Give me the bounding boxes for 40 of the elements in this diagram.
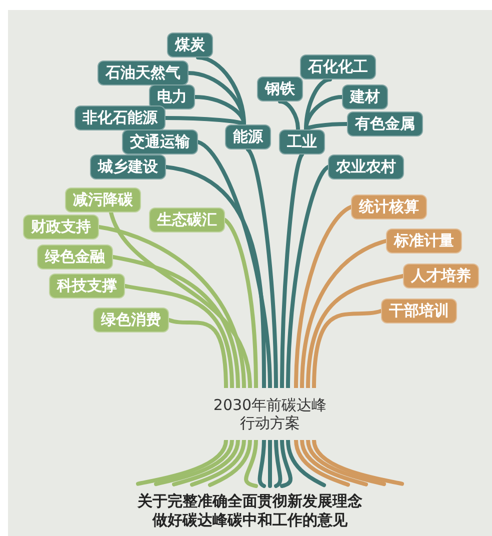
leaf-label: 科技支撑 bbox=[49, 274, 125, 298]
branch-line bbox=[280, 152, 304, 390]
leaf-label: 建材 bbox=[342, 84, 388, 110]
branch-line bbox=[278, 100, 300, 132]
leaf-label: 电力 bbox=[149, 84, 195, 110]
leaf-label: 交通运输 bbox=[122, 130, 198, 154]
branch-line bbox=[312, 309, 383, 390]
branch-line bbox=[246, 148, 278, 390]
leaf-label: 绿色金融 bbox=[37, 244, 113, 270]
branch-line bbox=[164, 165, 266, 390]
branch-label: 工业 bbox=[279, 130, 325, 154]
leaf-label: 有色金属 bbox=[347, 112, 423, 136]
document-title: 关于完整准确全面贯彻新发展理念做好碳达峰碳中和工作的意见 bbox=[136, 492, 364, 530]
branch-line bbox=[167, 318, 228, 390]
branch-line bbox=[97, 225, 246, 390]
branch-line bbox=[223, 218, 258, 390]
leaf-label: 石油天然气 bbox=[98, 60, 188, 86]
branch-line bbox=[196, 140, 272, 390]
branch-line bbox=[300, 239, 388, 390]
leaf-label: 人才培养 bbox=[403, 264, 479, 288]
leaf-label: 减污降碳 bbox=[65, 188, 141, 212]
leaf-label: 非化石能源 bbox=[74, 106, 166, 130]
leaf-label: 标准计量 bbox=[386, 228, 462, 254]
leaf-label: 农业农村 bbox=[328, 154, 404, 180]
leaf-label: 石化化工 bbox=[300, 54, 376, 80]
leaf-label: 干部培训 bbox=[381, 298, 457, 324]
branch-line bbox=[109, 210, 252, 390]
leaf-label: 绿色消费 bbox=[93, 308, 169, 332]
branch-line bbox=[286, 165, 330, 390]
branch-line bbox=[306, 274, 405, 390]
leaf-label: 统计核算 bbox=[351, 194, 427, 220]
leaf-label: 钢铁 bbox=[257, 76, 303, 102]
branch-line bbox=[123, 284, 234, 390]
branch-label: 能源 bbox=[225, 124, 271, 150]
leaf-label: 生态碳汇 bbox=[149, 208, 225, 232]
leaf-label: 城乡建设 bbox=[90, 154, 166, 180]
leaf-label: 煤炭 bbox=[167, 32, 213, 58]
leaf-label: 财政支持 bbox=[23, 214, 99, 240]
branch-line bbox=[294, 205, 353, 390]
branch-line bbox=[111, 255, 240, 390]
